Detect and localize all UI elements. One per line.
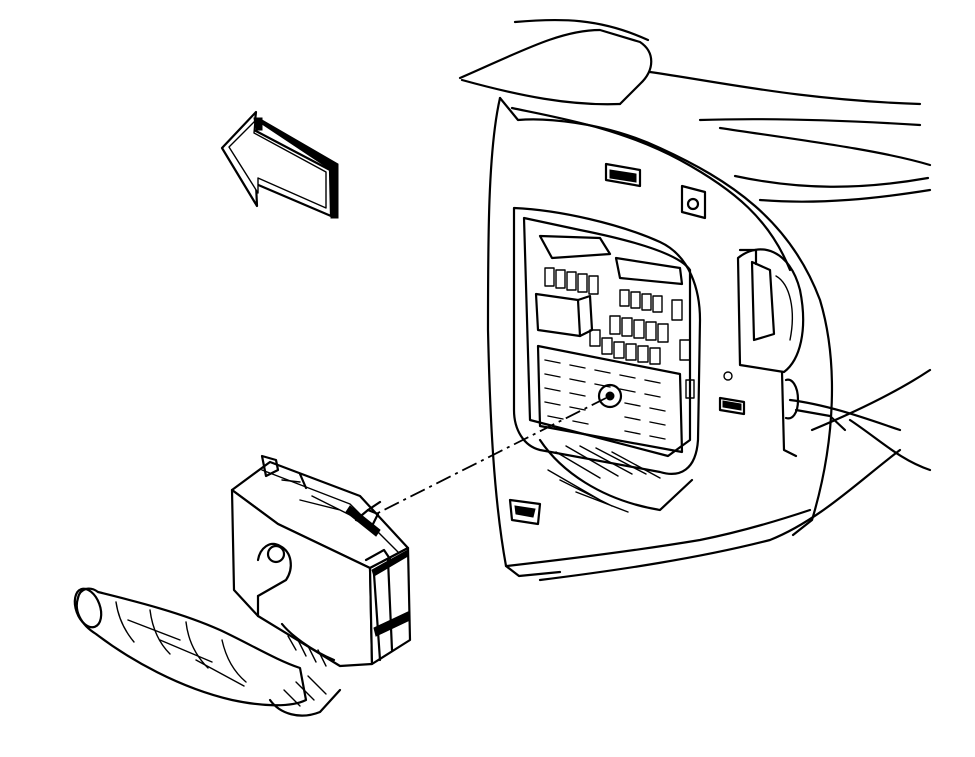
connector-cavity (536, 344, 684, 454)
fuse-array (544, 267, 695, 399)
instrument-panel (458, 18, 932, 582)
wiring-harness (73, 587, 342, 717)
direction-arrow-icon (220, 110, 339, 219)
junction-block (512, 206, 702, 513)
alignment-line (367, 397, 607, 519)
relay (534, 292, 582, 338)
connector-bolt (354, 500, 382, 528)
wiring-harness-connector (230, 454, 412, 668)
